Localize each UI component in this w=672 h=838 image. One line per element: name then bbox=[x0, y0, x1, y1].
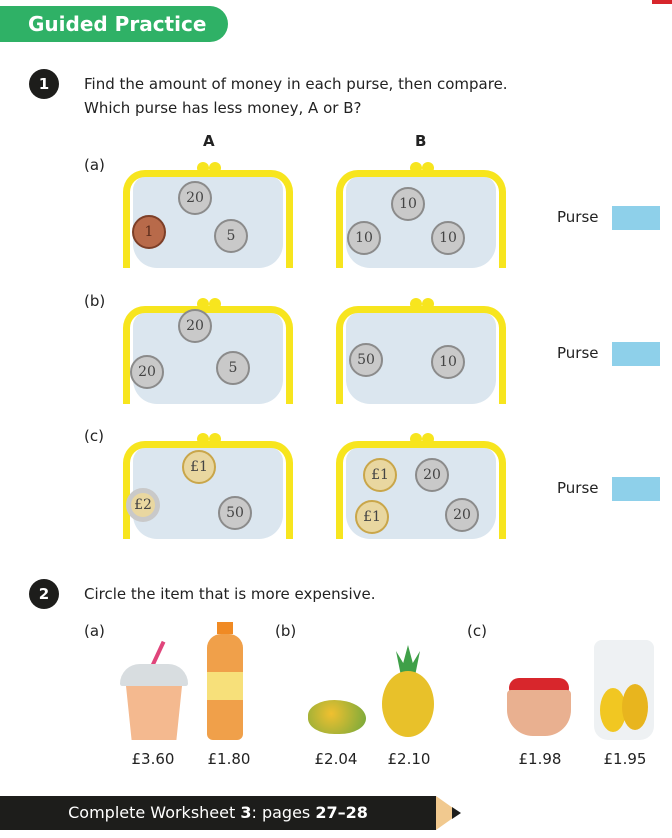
row-label: (a) bbox=[84, 156, 105, 174]
coin: £2 bbox=[126, 488, 160, 522]
purse-a: £1 £2 50 bbox=[123, 431, 293, 539]
coin: £1 bbox=[182, 450, 216, 484]
coin: £1 bbox=[363, 458, 397, 492]
pears-image[interactable] bbox=[592, 640, 656, 740]
coin: 20 bbox=[178, 181, 212, 215]
corner-tab bbox=[652, 0, 672, 4]
group-label-b: (b) bbox=[275, 622, 297, 640]
answer-label: Purse bbox=[557, 479, 599, 497]
group-label-a: (a) bbox=[84, 622, 105, 640]
question-2-text: Circle the item that is more expensive. bbox=[84, 585, 376, 603]
smoothie-image[interactable] bbox=[118, 640, 190, 740]
pencil-lead-icon bbox=[452, 807, 461, 819]
coin: 20 bbox=[178, 309, 212, 343]
q1-line2: Which purse has less money, A or B? bbox=[84, 99, 362, 117]
coin: 50 bbox=[218, 496, 252, 530]
question-number-1: 1 bbox=[29, 69, 59, 99]
juice-bottle-image[interactable] bbox=[205, 622, 245, 740]
coin: 5 bbox=[216, 351, 250, 385]
coin: 20 bbox=[415, 458, 449, 492]
coin: 20 bbox=[445, 498, 479, 532]
purse-b: £1 20 £1 20 bbox=[336, 431, 506, 539]
coin: 50 bbox=[349, 343, 383, 377]
price-mango: £2.04 bbox=[314, 750, 358, 768]
coin: £1 bbox=[355, 500, 389, 534]
answer-box[interactable] bbox=[612, 206, 660, 230]
purse-b: 50 10 bbox=[336, 296, 506, 404]
row-label: (b) bbox=[84, 292, 106, 310]
coin: 10 bbox=[347, 221, 381, 255]
coin: 10 bbox=[391, 187, 425, 221]
price-smoothie: £3.60 bbox=[131, 750, 175, 768]
strawberries-image[interactable] bbox=[503, 672, 575, 738]
section-banner: Guided Practice bbox=[0, 6, 228, 42]
column-b-label: B bbox=[415, 132, 427, 150]
column-a-label: A bbox=[203, 132, 215, 150]
price-strawberries: £1.98 bbox=[518, 750, 562, 768]
coin: 10 bbox=[431, 221, 465, 255]
answer-label: Purse bbox=[557, 344, 599, 362]
coin: 5 bbox=[214, 219, 248, 253]
answer-box[interactable] bbox=[612, 342, 660, 366]
answer-box[interactable] bbox=[612, 477, 660, 501]
row-label: (c) bbox=[84, 427, 104, 445]
question-1-text: Find the amount of money in each purse, … bbox=[84, 72, 508, 120]
worksheet-footer: Complete Worksheet 3: pages 27–28 bbox=[0, 796, 436, 830]
mango-image[interactable] bbox=[308, 700, 366, 734]
question-number-2: 2 bbox=[29, 579, 59, 609]
coin: 10 bbox=[431, 345, 465, 379]
q1-line1: Find the amount of money in each purse, … bbox=[84, 75, 508, 93]
group-label-c: (c) bbox=[467, 622, 487, 640]
price-pineapple: £2.10 bbox=[387, 750, 431, 768]
pineapple-image[interactable] bbox=[378, 645, 438, 737]
price-juice: £1.80 bbox=[207, 750, 251, 768]
coin: 1 bbox=[132, 215, 166, 249]
answer-label: Purse bbox=[557, 208, 599, 226]
coin: 20 bbox=[130, 355, 164, 389]
price-pears: £1.95 bbox=[603, 750, 647, 768]
